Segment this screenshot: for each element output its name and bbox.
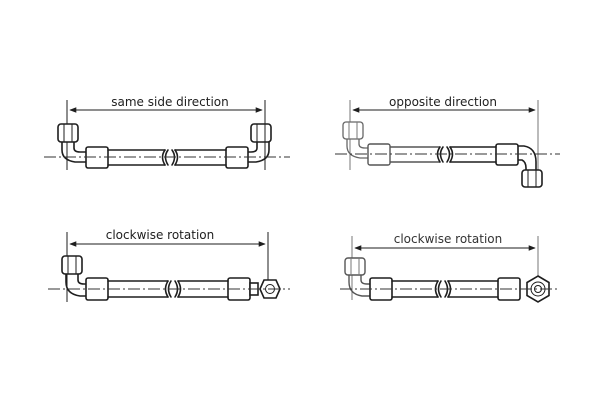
hose-assembly xyxy=(85,277,251,301)
hose-assembly xyxy=(85,146,249,169)
left-elbow-fitting xyxy=(61,255,89,297)
orientation-label: clockwise rotation xyxy=(394,232,502,246)
left-elbow-fitting xyxy=(344,257,372,297)
diagram-clockwise-rotation-2: clockwise rotation xyxy=(340,232,560,303)
right-elbow-fitting xyxy=(247,123,272,163)
diagram-clockwise-rotation-1: clockwise rotation xyxy=(48,228,290,302)
diagram-same-side-direction: same side direction xyxy=(44,95,290,170)
left-elbow-fitting xyxy=(342,121,370,159)
right-elbow-fitting-down xyxy=(517,145,543,188)
hose-assembly xyxy=(367,143,519,166)
diagram-opposite-direction: opposite direction xyxy=(335,95,560,188)
dimension-line xyxy=(349,100,539,185)
left-elbow-fitting xyxy=(57,123,89,163)
orientation-label: same side direction xyxy=(111,95,228,109)
orientation-label: clockwise rotation xyxy=(106,228,214,242)
orientation-label: opposite direction xyxy=(389,95,497,109)
